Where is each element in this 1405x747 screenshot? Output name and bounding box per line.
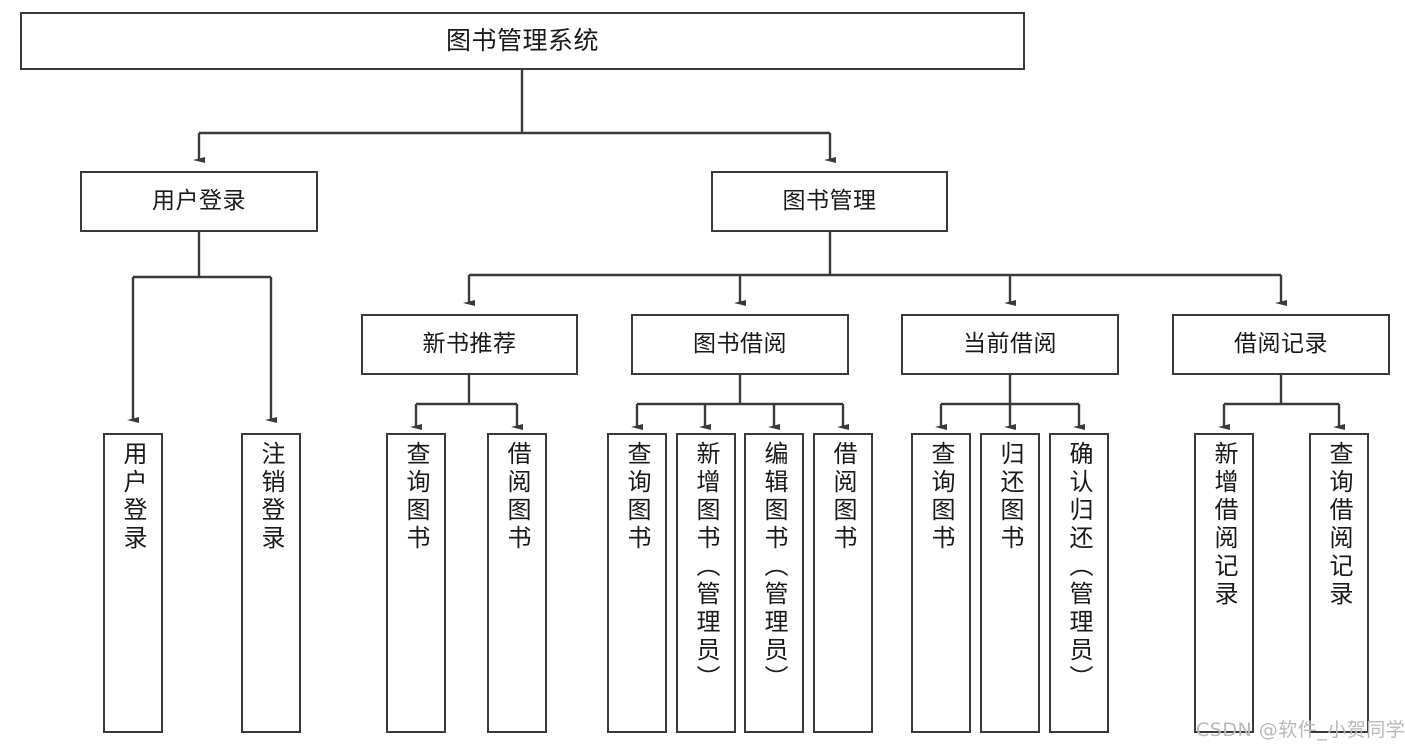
leaf-edit-book-admin[interactable]: 编辑图书（管理员）	[744, 433, 804, 733]
node-label: 新增图书（管理员）	[692, 441, 720, 693]
leaf-borrow-book[interactable]: 借阅图书	[813, 433, 873, 733]
node-label: 借阅图书	[829, 441, 857, 553]
node-book-management[interactable]: 图书管理	[711, 171, 948, 232]
node-label: 查询图书	[927, 441, 955, 553]
leaf-query-book-current[interactable]: 查询图书	[911, 433, 971, 733]
leaf-query-book-borrow[interactable]: 查询图书	[607, 433, 667, 733]
node-root-library-management-system[interactable]: 图书管理系统	[20, 12, 1025, 70]
leaf-add-borrow-record[interactable]: 新增借阅记录	[1194, 433, 1254, 733]
node-label: 新书推荐	[422, 330, 517, 357]
leaf-confirm-return-admin[interactable]: 确认归还（管理员）	[1049, 433, 1109, 733]
node-label: 注销登录	[257, 441, 285, 553]
node-label: 用户登录	[119, 441, 147, 553]
node-label: 图书管理	[782, 187, 877, 214]
leaf-add-book-admin[interactable]: 新增图书（管理员）	[676, 433, 736, 733]
node-user-login[interactable]: 用户登录	[80, 171, 318, 232]
node-label: 确认归还（管理员）	[1065, 441, 1093, 693]
leaf-logout-login[interactable]: 注销登录	[241, 433, 301, 733]
leaf-return-book[interactable]: 归还图书	[980, 433, 1040, 733]
node-label: 编辑图书（管理员）	[760, 441, 788, 693]
leaf-user-login[interactable]: 用户登录	[103, 433, 163, 733]
leaf-borrow-book-recommend[interactable]: 借阅图书	[487, 433, 547, 733]
node-label: 查询借阅记录	[1325, 441, 1353, 609]
node-label: 归还图书	[996, 441, 1024, 553]
node-book-borrow[interactable]: 图书借阅	[631, 314, 849, 375]
node-label: 当前借阅	[963, 330, 1057, 357]
node-label: 查询图书	[402, 441, 430, 553]
csdn-watermark: CSDN @软件_小贺同学	[1196, 719, 1405, 741]
node-label: 借阅图书	[503, 441, 531, 553]
node-label: 新增借阅记录	[1210, 441, 1238, 609]
node-label: 查询图书	[623, 441, 651, 553]
leaf-query-borrow-record[interactable]: 查询借阅记录	[1309, 433, 1369, 733]
node-label: 用户登录	[152, 187, 246, 214]
node-current-borrow[interactable]: 当前借阅	[901, 314, 1119, 375]
node-borrow-record[interactable]: 借阅记录	[1172, 314, 1390, 375]
leaf-query-book-recommend[interactable]: 查询图书	[386, 433, 446, 733]
node-label: 借阅记录	[1234, 330, 1328, 357]
node-label: 图书借阅	[693, 330, 787, 357]
node-new-book-recommend[interactable]: 新书推荐	[361, 314, 578, 375]
node-label: 图书管理系统	[445, 26, 599, 56]
